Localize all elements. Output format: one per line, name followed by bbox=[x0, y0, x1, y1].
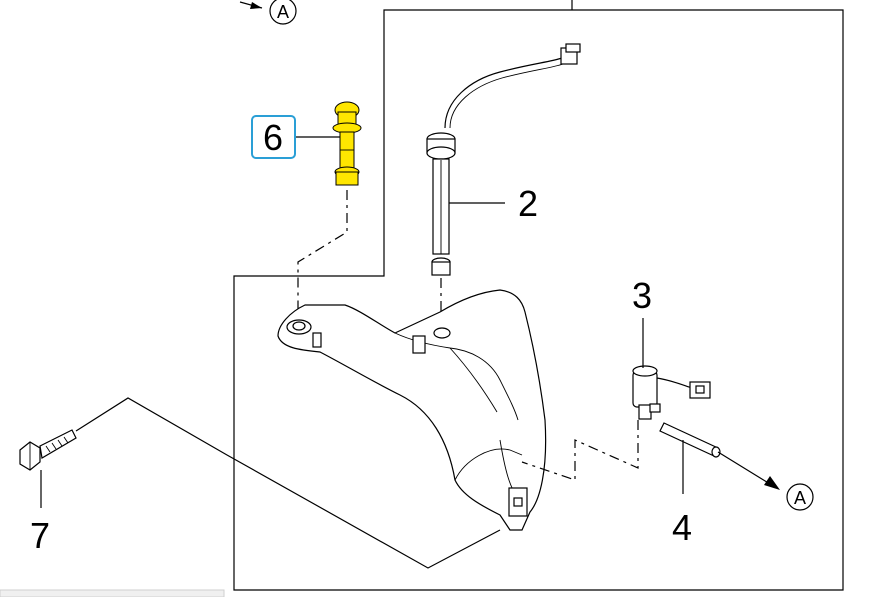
pump-assembly-path bbox=[521, 420, 639, 481]
part-4-washer-hose[interactable] bbox=[659, 422, 721, 458]
reference-a-right-arrowhead bbox=[764, 476, 780, 490]
sensor-cable bbox=[444, 57, 563, 129]
washer-reservoir[interactable] bbox=[277, 289, 547, 531]
hose-end bbox=[711, 446, 721, 458]
callout-7-label[interactable]: 7 bbox=[30, 515, 50, 556]
reference-a-right-leader bbox=[717, 451, 771, 485]
callout-3-label[interactable]: 3 bbox=[632, 275, 652, 316]
callout-6-label: 6 bbox=[263, 117, 283, 158]
pump-wire bbox=[656, 377, 693, 389]
callout-2-label[interactable]: 2 bbox=[518, 183, 538, 224]
fitting-base bbox=[335, 171, 359, 186]
fitting-body bbox=[339, 131, 355, 171]
pump-connector-tab bbox=[695, 385, 705, 394]
reservoir-mount-tab-center bbox=[412, 335, 426, 354]
reservoir-outline bbox=[277, 289, 547, 531]
callout-4-label[interactable]: 4 bbox=[672, 507, 692, 548]
reservoir-mount-tab-left bbox=[312, 332, 322, 348]
assembly-frame bbox=[233, 9, 844, 591]
reservoir-filler-neck-inner bbox=[292, 321, 306, 331]
reference-a-top-circle bbox=[269, 0, 297, 25]
reservoir-pump-mount-slot bbox=[513, 497, 523, 507]
reservoir-inner-wall bbox=[454, 448, 523, 481]
hose-body bbox=[659, 422, 719, 457]
sensor-cable-inner bbox=[449, 63, 564, 129]
sensor-head-bottom bbox=[426, 146, 456, 160]
screw-shank bbox=[39, 429, 77, 459]
part-6-assembly-path bbox=[297, 190, 348, 320]
screw-thread bbox=[45, 436, 69, 453]
reference-a-right-label: A bbox=[794, 488, 806, 508]
fitting-neck bbox=[337, 111, 357, 125]
sensor-connector-tab bbox=[565, 43, 581, 53]
reference-a-top: A bbox=[239, 0, 297, 25]
part-2-level-sensor[interactable] bbox=[426, 43, 581, 276]
part-3-washer-pump[interactable] bbox=[632, 365, 711, 420]
reference-a-right: A bbox=[786, 483, 814, 511]
reference-a-top-arrowhead bbox=[250, 2, 262, 9]
reference-a-right-circle bbox=[786, 483, 814, 511]
pump-top bbox=[632, 365, 658, 377]
bottom-strip bbox=[0, 589, 225, 597]
part-7-assembly-path bbox=[75, 397, 501, 569]
part-7-screw[interactable] bbox=[19, 429, 77, 471]
part-6-fitting[interactable] bbox=[332, 101, 362, 186]
callout-6-box[interactable] bbox=[251, 115, 296, 159]
sensor-float bbox=[431, 261, 451, 276]
reservoir-sensor-port bbox=[433, 327, 451, 339]
reference-a-top-label: A bbox=[277, 2, 289, 22]
pump-outlet bbox=[638, 404, 652, 420]
pump-nozzle bbox=[649, 403, 661, 413]
reservoir-ridge-inner bbox=[449, 347, 498, 413]
